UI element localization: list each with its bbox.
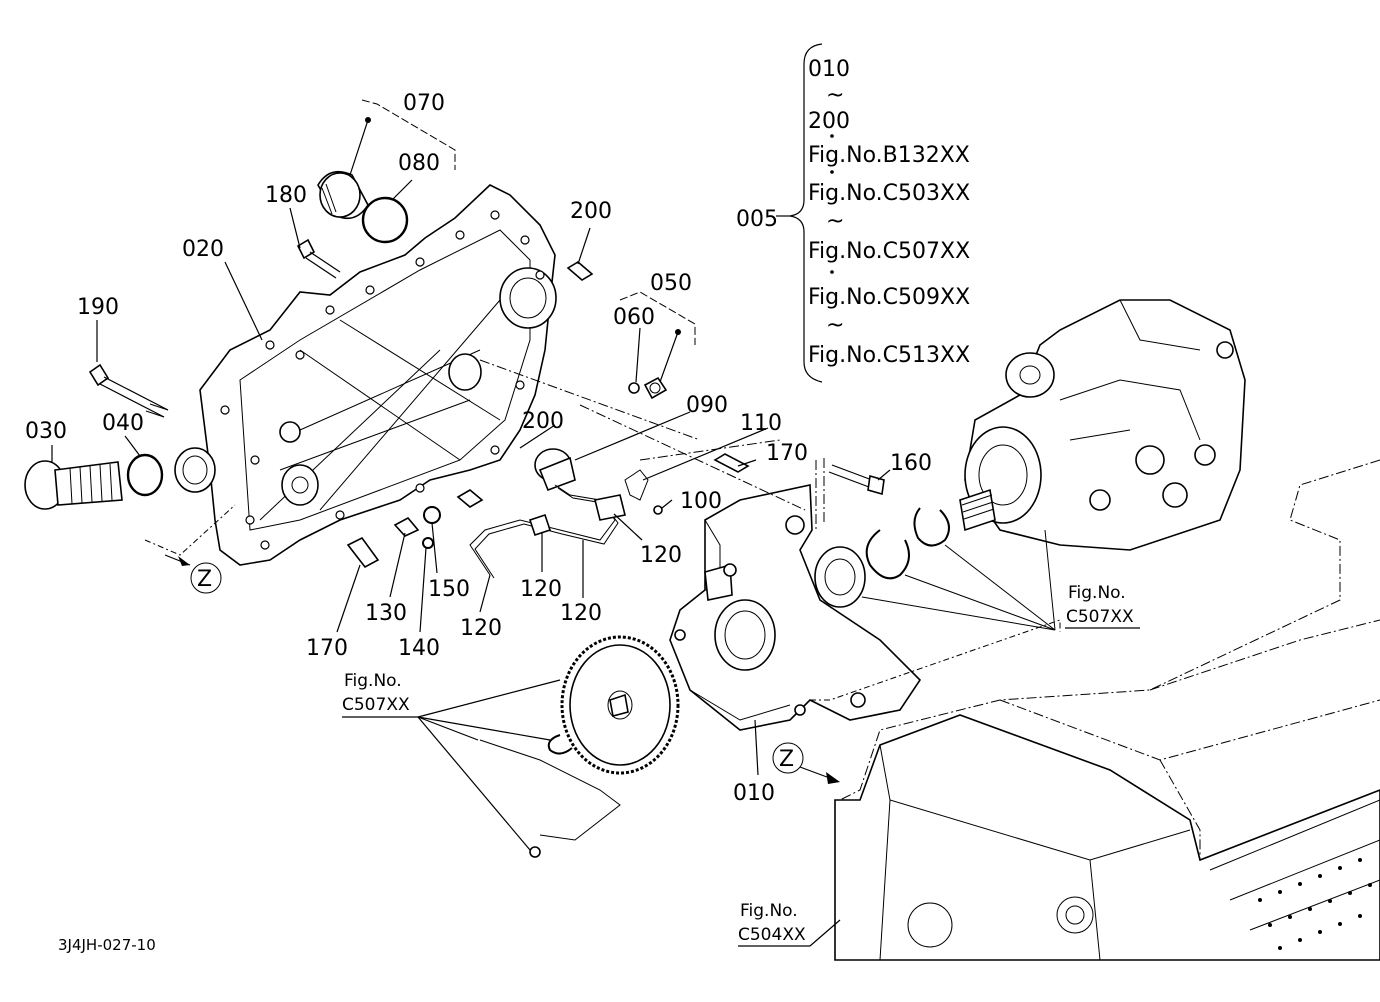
label-120-lower: 120 [560,601,602,626]
label-160: 160 [890,451,932,476]
label-080: 080 [398,151,440,176]
fig-ref-right-line2: C507XX [1066,607,1134,627]
fig-ref-c503xx: Fig.No.C503XX [808,181,970,206]
fig-ref-right-line1: Fig.No. [1068,583,1126,603]
pin-170-upper [713,453,750,473]
snap-ring [547,734,573,755]
label-120-left: 120 [460,616,502,641]
fig-ref-left-line2: C507XX [342,695,410,715]
label-050: 050 [650,271,692,296]
washer-150 [423,506,441,524]
pin-170-lower [346,536,380,569]
o-ring-080 [361,196,409,244]
bolt-190 [88,363,169,418]
label-170-upper: 170 [766,441,808,466]
fig-ref-b132xx: Fig.No.B132XX [808,143,970,168]
label-040: 040 [102,411,144,436]
label-010-range-start: 010 [808,57,850,82]
label-010: 010 [733,781,775,806]
label-005: 005 [736,207,778,232]
label-090: 090 [686,393,728,418]
pin-200-top [566,261,594,281]
label-110: 110 [740,411,782,436]
label-120-middle: 120 [520,577,562,602]
label-200-top: 200 [570,199,612,224]
fig-ref-c507xx-list: Fig.No.C507XX [808,239,970,264]
circlip-1 [865,529,910,580]
view-z-label-left: Z [197,567,212,592]
fig-ref-c509xx: Fig.No.C509XX [808,285,970,310]
plug-050 [643,376,668,400]
label-190: 190 [77,295,119,320]
pin-200-lower [456,489,484,508]
case-010 [669,484,922,731]
washer-140 [422,537,434,549]
label-100: 100 [680,489,722,514]
tilde-3: ~ [826,313,844,338]
cap-070 [317,170,369,220]
fig-ref-c513xx: Fig.No.C513XX [808,343,970,368]
bolt-160 [828,464,885,496]
label-130: 130 [365,601,407,626]
sensor-090 [534,448,576,492]
circlip-2 [913,507,950,547]
label-200-range-end: 200 [808,109,850,134]
view-z-label-right: Z [779,747,794,772]
cover-housing-020 [174,184,557,566]
harness-120 [469,484,626,579]
hydraulic-pump [959,299,1246,551]
leader-lines [51,99,1140,947]
label-060: 060 [613,305,655,330]
cover-plate [479,739,621,841]
drawing-code: 3J4JH-027-10 [58,936,156,954]
label-150: 150 [428,577,470,602]
fig-ref-bottom-line1: Fig.No. [740,901,798,921]
bearing [814,546,866,608]
label-140: 140 [398,636,440,661]
transmission-housing [834,459,1380,961]
bolt-180 [296,238,341,279]
label-170-lower: 170 [306,636,348,661]
label-200-middle: 200 [522,409,564,434]
fig-ref-left-line1: Fig.No. [344,671,402,691]
fig-ref-bottom-line2: C504XX [738,925,806,945]
clip-100 [624,469,649,501]
o-ring-040 [126,453,164,497]
label-180: 180 [265,183,307,208]
gear [560,635,680,775]
view-z-marker-left [190,562,222,594]
label-120-right: 120 [640,543,682,568]
part-labels: 070 080 180 020 200 050 060 190 030 040 … [25,91,932,806]
screw-100 [653,505,663,515]
label-030: 030 [25,419,67,444]
pin-130 [393,516,420,537]
pin-060 [628,382,640,394]
tilde-2: ~ [826,209,844,234]
reference-list: 010 ~ 200 Fig.No.B132XX Fig.No.C503XX ~ … [736,43,970,383]
tilde-1: ~ [826,83,844,108]
label-070: 070 [403,91,445,116]
view-z-marker-right [772,742,804,774]
plate-screw [529,846,541,858]
plug-030 [24,460,123,510]
label-020: 020 [182,237,224,262]
